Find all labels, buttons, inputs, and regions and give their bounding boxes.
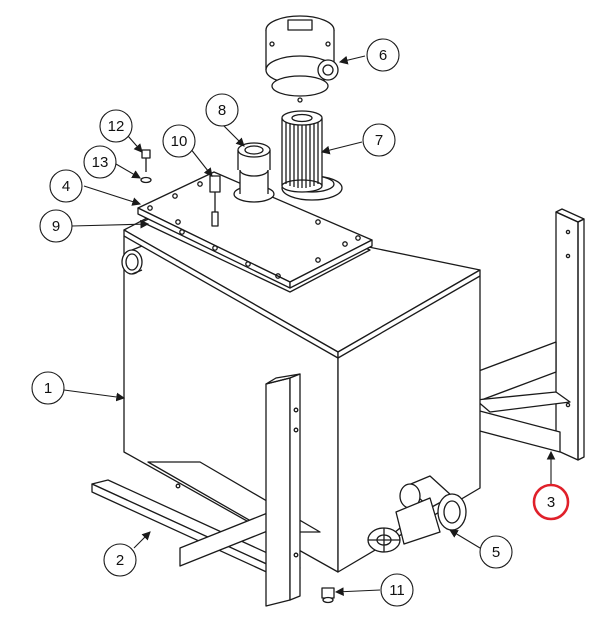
leader-8 xyxy=(221,123,245,147)
leader-10 xyxy=(189,147,213,177)
front-stand-frame xyxy=(91,373,301,607)
callout-3-label: 3 xyxy=(547,494,555,511)
callout-10[interactable]: 10 xyxy=(162,124,196,158)
leader-13 xyxy=(115,163,141,179)
callout-7[interactable]: 7 xyxy=(362,123,396,157)
callout-13[interactable]: 13 xyxy=(83,145,117,179)
leader-4 xyxy=(83,185,142,206)
callout-12-label: 12 xyxy=(108,118,125,135)
filter-housing-head xyxy=(265,15,339,103)
rear-stand-frame xyxy=(475,208,585,461)
breather-filler xyxy=(233,142,275,203)
callout-4-label: 4 xyxy=(62,178,70,195)
callout-8-label: 8 xyxy=(218,102,226,119)
leader-12 xyxy=(127,135,143,153)
leader-2 xyxy=(133,531,151,549)
leader-1 xyxy=(63,389,126,402)
callout-2-label: 2 xyxy=(116,552,124,569)
cover-bolt xyxy=(141,149,151,172)
callout-11[interactable]: 11 xyxy=(380,573,414,607)
leader-7 xyxy=(320,141,363,155)
callout-11-label: 11 xyxy=(389,582,405,599)
callout-9-label: 9 xyxy=(52,218,60,235)
side-port xyxy=(121,245,143,275)
callout-3[interactable]: 3 xyxy=(532,483,570,521)
callout-6-label: 6 xyxy=(379,47,387,64)
leader-9 xyxy=(71,219,150,229)
filter-element xyxy=(281,110,323,193)
callout-5-label: 5 xyxy=(492,544,500,561)
leader-lines xyxy=(63,55,556,597)
callout-2[interactable]: 2 xyxy=(103,543,137,577)
leader-11 xyxy=(334,587,381,597)
callout-1[interactable]: 1 xyxy=(31,371,65,405)
leader-6 xyxy=(338,55,366,65)
callout-9[interactable]: 9 xyxy=(39,209,73,243)
washer xyxy=(140,176,152,184)
callout-13-label: 13 xyxy=(92,154,109,171)
callout-8[interactable]: 8 xyxy=(205,93,239,127)
callout-1-label: 1 xyxy=(44,380,52,397)
drain-plug xyxy=(321,587,335,604)
callout-7-label: 7 xyxy=(375,132,383,149)
callout-balloons: 1 2 3 4 5 6 7 8 xyxy=(31,38,570,607)
leader-5 xyxy=(449,529,481,549)
callout-12[interactable]: 12 xyxy=(99,109,133,143)
callout-4[interactable]: 4 xyxy=(49,169,83,203)
drain-valve xyxy=(367,475,467,553)
level-sensor xyxy=(209,175,221,227)
top-cover-plate xyxy=(137,171,373,289)
callout-5[interactable]: 5 xyxy=(479,535,513,569)
callout-6[interactable]: 6 xyxy=(366,38,400,72)
callout-10-label: 10 xyxy=(171,133,188,150)
